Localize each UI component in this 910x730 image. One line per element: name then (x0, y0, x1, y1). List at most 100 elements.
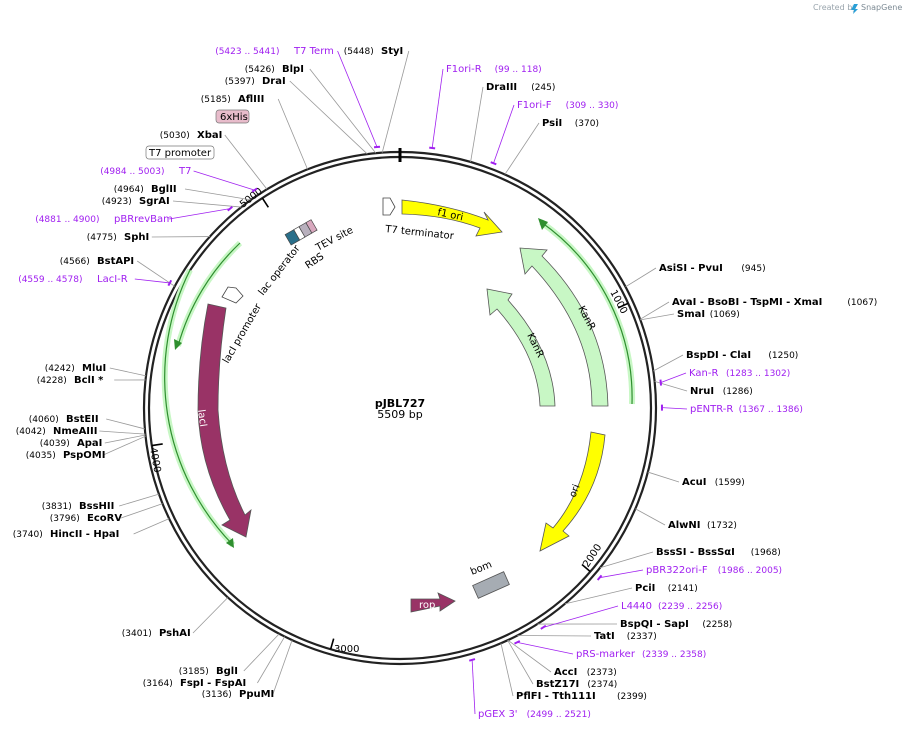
enzyme-name: NmeAIII (53, 426, 97, 437)
6xhis-label: 6xHis (220, 112, 248, 123)
primer-name: T7 (178, 166, 191, 177)
laci-arc-left-head (226, 538, 234, 548)
enzyme-position: (4035) (26, 451, 56, 461)
primer-name: pENTR-R (690, 404, 733, 415)
enzyme-position: (3164) (143, 679, 173, 689)
enzyme-leader (635, 508, 666, 526)
enzyme-leader (243, 633, 280, 672)
f1-ori-label: f1 ori (436, 207, 464, 223)
lac-operator-label: lac operator (257, 243, 304, 298)
enzyme-name: PpuMI (239, 689, 274, 700)
ori-arrow (539, 431, 606, 552)
primer-mark (659, 379, 663, 386)
enzyme-name: MluI (82, 363, 106, 374)
primer-mark (251, 187, 258, 193)
brand-text: SnapGene (861, 3, 902, 12)
enzyme-position: (370) (575, 119, 599, 129)
rop-arrow (410, 592, 456, 613)
enzyme-name: BssSI - BssSαI (656, 547, 735, 558)
enzyme-name: AsiSI - PvuI (659, 263, 723, 274)
ruler-tick (261, 197, 270, 208)
laci-arc-left-line (164, 269, 234, 546)
t7-terminator-mark (382, 197, 396, 216)
enzyme-leader (120, 503, 163, 519)
enzyme-leader (504, 122, 540, 175)
primer-mark (167, 279, 173, 287)
enzyme-name: ApaI (77, 438, 102, 449)
primer-mark (429, 146, 436, 150)
primer-range: (2239 .. 2256) (658, 602, 722, 612)
enzyme-position: (3740) (13, 530, 43, 540)
enzyme-leader (99, 430, 146, 435)
enzyme-position: (4964) (114, 185, 144, 195)
primer-name: pBRrevBam (114, 214, 173, 225)
enzyme-leader (289, 80, 368, 155)
enzyme-leader (647, 471, 680, 483)
enzyme-name: HincII - HpaI (50, 529, 119, 540)
enzyme-position: (2337) (627, 632, 657, 642)
ruler-tick (617, 302, 629, 309)
primer-name: pGEX 3' (478, 709, 518, 720)
laci-promoter-mark (221, 286, 244, 304)
enzyme-name: BglI (216, 666, 238, 677)
enzyme-position: (4060) (29, 415, 59, 425)
primer-range: (1986 .. 2005) (718, 566, 782, 576)
plasmid-length: 5509 bp (377, 408, 422, 421)
leader-lines (99, 50, 688, 715)
kanr-arc-head (538, 218, 548, 230)
enzyme-leader (654, 381, 688, 392)
rbs-label: RBS (304, 251, 327, 271)
enzyme-name: PciI (635, 583, 655, 594)
enzyme-name: StyI (381, 46, 403, 57)
enzyme-name: PflFI - Tth111I (516, 691, 596, 702)
enzyme-name: BclI * (74, 375, 104, 386)
enzyme-position: (3831) (42, 502, 72, 512)
t7-promoter-label: T7 promoter (148, 148, 212, 159)
enzyme-leader (277, 98, 308, 170)
enzyme-position: (1250) (768, 351, 798, 361)
enzyme-leader (109, 367, 147, 377)
enzyme-name: EcoRV (87, 513, 122, 524)
primer-mark (514, 640, 521, 645)
primer-name: pRS-marker (576, 649, 636, 660)
enzyme-position: (2374) (587, 680, 617, 690)
enzyme-name: BlpI (282, 64, 304, 75)
primer-range: (2499 .. 2521) (527, 710, 591, 720)
primer-range: (309 .. 330) (566, 101, 619, 111)
enzyme-position: (4923) (102, 197, 132, 207)
enzyme-position: (1067) (847, 298, 877, 308)
enzyme-leader (136, 260, 175, 287)
enzyme-name: AccI (554, 667, 577, 678)
enzyme-position: (1069) (710, 310, 740, 320)
enzyme-name: PshAI (159, 628, 191, 639)
enzyme-name: XbaI (197, 130, 222, 141)
enzyme-position: (245) (531, 83, 555, 93)
enzyme-position: (2399) (617, 692, 647, 702)
enzyme-leader (184, 188, 251, 201)
enzyme-name: AcuI (682, 477, 707, 488)
enzyme-position: (1732) (707, 521, 737, 531)
primer-mark (596, 574, 603, 581)
enzyme-position: (2141) (668, 584, 698, 594)
bom-box (472, 571, 510, 599)
ruler-tick (581, 563, 591, 573)
enzyme-name: PspOMI (63, 450, 105, 461)
primer-range: (4881 .. 4900) (35, 215, 99, 225)
enzyme-name: AflIII (238, 94, 264, 105)
enzyme-leader (133, 518, 170, 535)
enzyme-leader (500, 643, 514, 697)
enzyme-leader (224, 134, 268, 190)
enzyme-position: (4242) (45, 364, 75, 374)
primer-name: Kan-R (689, 368, 718, 379)
enzyme-leader (309, 68, 377, 154)
primer-leader (431, 68, 444, 149)
enzyme-name: BspQI - SapI (620, 619, 689, 630)
laci-label: lacI (195, 409, 208, 428)
enzyme-name: AlwNI (668, 520, 701, 531)
enzyme-position: (1599) (715, 478, 745, 488)
enzyme-position: (5030) (160, 131, 190, 141)
site-labels: StyI(5448)BlpI(5426)DraI(5397)AflIII(518… (13, 46, 878, 720)
primer-leader (661, 407, 688, 410)
laci-arc-top-line (177, 242, 241, 347)
